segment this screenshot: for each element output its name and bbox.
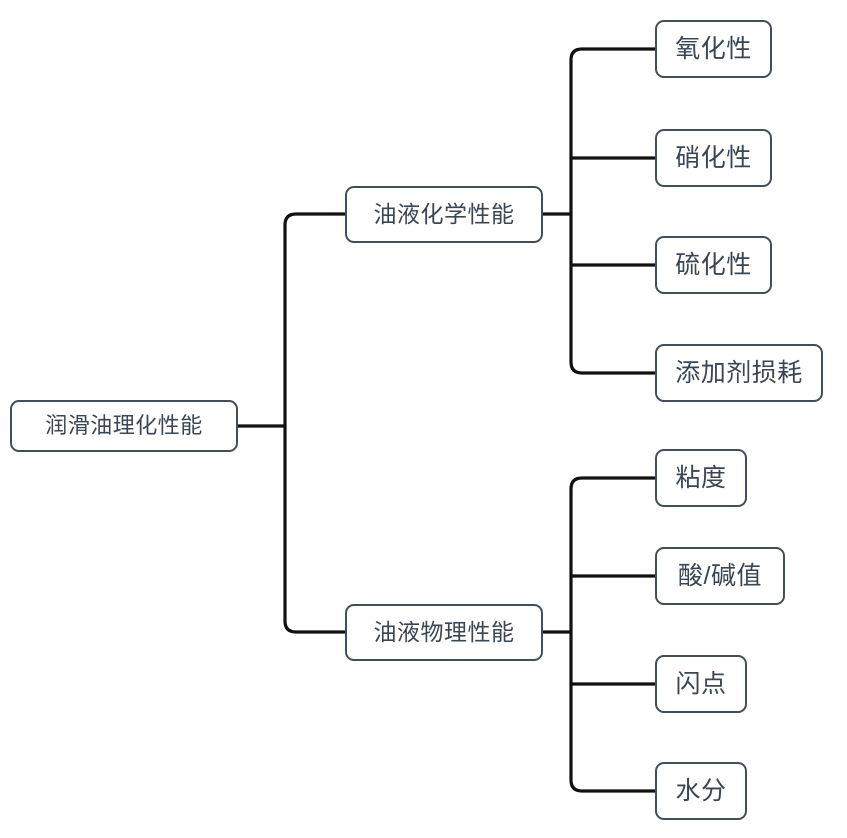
node-root-label: 润滑油理化性能 bbox=[45, 413, 203, 438]
node-chemical-label: 油液化学性能 bbox=[373, 201, 515, 227]
node-physical-label: 油液物理性能 bbox=[373, 619, 515, 645]
connector-physical-to-viscosity bbox=[569, 476, 655, 632]
node-sulfation[interactable]: 硫化性 bbox=[655, 236, 772, 294]
node-additive-loss[interactable]: 添加剂损耗 bbox=[655, 344, 823, 402]
node-water-content[interactable]: 水分 bbox=[655, 762, 747, 820]
connector-root-to-chemical bbox=[283, 212, 345, 426]
node-oxidation-label: 氧化性 bbox=[675, 34, 752, 63]
node-viscosity-label: 粘度 bbox=[675, 463, 727, 492]
node-acid-base-value-label: 酸/碱值 bbox=[678, 561, 762, 590]
node-physical[interactable]: 油液物理性能 bbox=[345, 604, 543, 661]
node-flash-point-label: 闪点 bbox=[675, 669, 727, 698]
connector-physical-to-water-content bbox=[569, 632, 655, 793]
node-nitration-label: 硝化性 bbox=[675, 143, 752, 172]
node-chemical[interactable]: 油液化学性能 bbox=[345, 186, 543, 243]
node-water-content-label: 水分 bbox=[675, 776, 727, 805]
node-root[interactable]: 润滑油理化性能 bbox=[10, 400, 238, 452]
node-nitration[interactable]: 硝化性 bbox=[655, 129, 772, 187]
connector-root-to-physical bbox=[283, 426, 345, 634]
connector-chemical-to-additive-loss bbox=[569, 214, 655, 375]
node-sulfation-label: 硫化性 bbox=[675, 250, 752, 279]
connector-chemical-to-oxidation bbox=[569, 47, 655, 214]
node-viscosity[interactable]: 粘度 bbox=[655, 449, 747, 507]
node-oxidation[interactable]: 氧化性 bbox=[655, 20, 772, 78]
node-additive-loss-label: 添加剂损耗 bbox=[675, 358, 803, 387]
node-acid-base-value[interactable]: 酸/碱值 bbox=[655, 547, 785, 605]
node-flash-point[interactable]: 闪点 bbox=[655, 655, 747, 713]
